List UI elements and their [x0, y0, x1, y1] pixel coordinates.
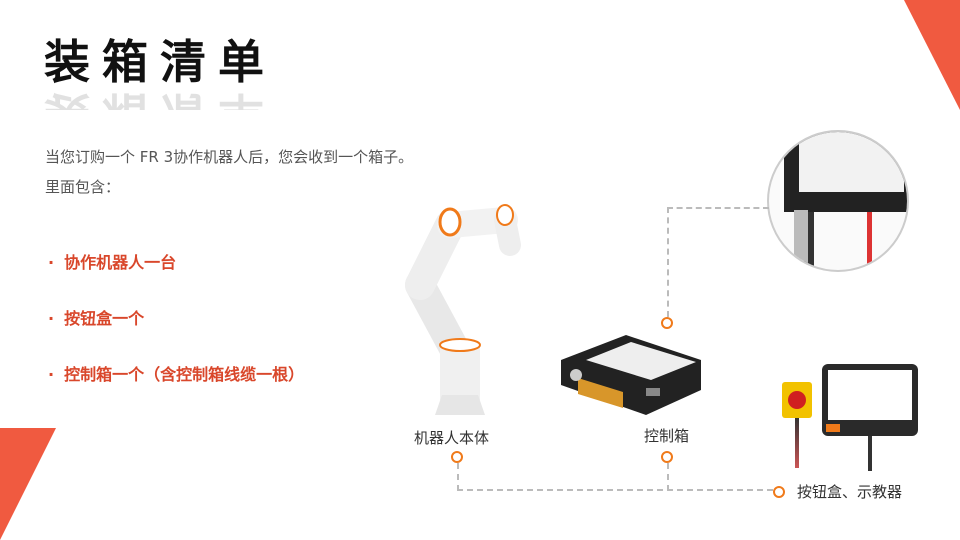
controller-label: 控制箱	[644, 427, 690, 445]
page-title: 装箱清单	[44, 35, 276, 89]
bullet-text: 协作机器人一台	[64, 253, 177, 272]
connector-node	[451, 451, 463, 463]
connector-node	[661, 451, 673, 463]
bullet-marker: ·	[48, 309, 55, 328]
corner-triangle-top-right	[904, 0, 960, 110]
pendant-label: 按钮盒、示教器	[797, 483, 903, 501]
controller-box-image	[561, 335, 701, 415]
connector-line	[667, 207, 769, 317]
intro-line-1: 当您订购一个 FR 3协作机器人后，您会收到一个箱子。	[45, 148, 414, 166]
connector-node	[661, 317, 673, 329]
page-title-reflection-text: 装箱清单	[44, 86, 276, 110]
connector-line	[457, 463, 773, 491]
connector-node	[773, 486, 785, 498]
bullet-text: 控制箱一个（含控制箱线缆一根）	[64, 365, 305, 384]
connector-detail-image	[767, 130, 909, 272]
robot-label: 机器人本体	[414, 429, 490, 447]
bullet-item: · 协作机器人一台	[48, 252, 176, 274]
corner-triangle-bottom-left	[0, 428, 56, 540]
teach-pendant-image	[822, 364, 918, 436]
pendant-cable	[868, 436, 872, 471]
button-box-image	[782, 382, 812, 418]
intro-line-2: 里面包含：	[45, 178, 121, 196]
bullet-item: · 控制箱一个（含控制箱线缆一根）	[48, 364, 304, 386]
page-title-reflection: 装箱清单	[44, 86, 276, 110]
button-box-cable	[795, 418, 799, 468]
bullet-text: 按钮盒一个	[64, 309, 145, 328]
connector-line	[667, 463, 669, 491]
robot-arm-image	[405, 204, 521, 415]
bullet-marker: ·	[48, 253, 55, 272]
bullet-marker: ·	[48, 365, 55, 384]
bullet-item: · 按钮盒一个	[48, 308, 144, 330]
